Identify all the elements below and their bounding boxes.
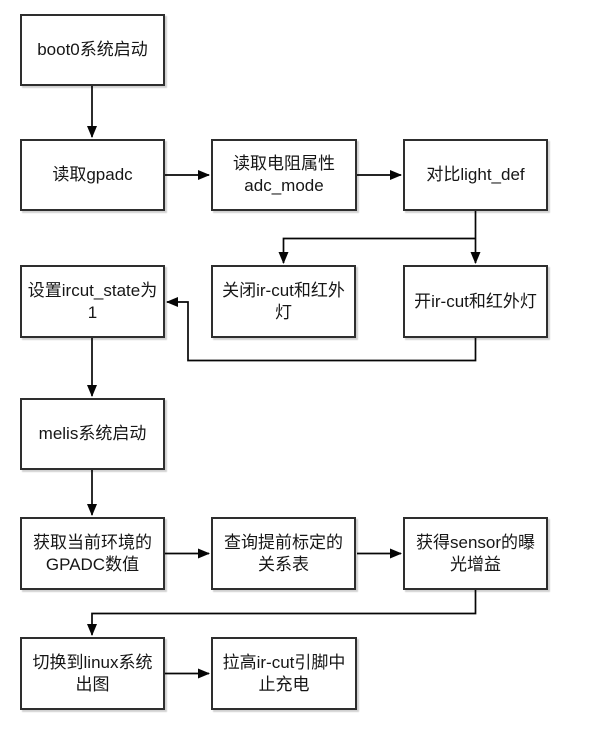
node-query-calibration-table-label: 查询提前标定的 关系表 xyxy=(224,532,343,574)
node-pull-ircut-pin-stop-charge-label: 拉高ir-cut引脚中 止充电 xyxy=(222,652,346,694)
node-open-ircut-ir-led-label: 开ir-cut和红外灯 xyxy=(414,291,537,311)
node-pull-ircut-pin-stop-charge: 拉高ir-cut引脚中 止充电 xyxy=(211,637,357,710)
node-set-ircut-state-label: 设置ircut_state为 1 xyxy=(27,280,158,322)
node-read-resistor-adc-mode-label: 读取电阻属性 adc_mode xyxy=(233,154,335,195)
node-switch-linux-output-label: 切换到linux系统 出图 xyxy=(32,652,153,694)
node-close-ircut-ir-led: 关闭ir-cut和红外 灯 xyxy=(211,265,356,338)
node-open-ircut-ir-led: 开ir-cut和红外灯 xyxy=(403,265,548,338)
node-read-gpadc-label: 读取gpadc xyxy=(52,165,133,184)
node-get-sensor-exposure-gain-label: 获得sensor的曝 光增益 xyxy=(415,532,536,574)
node-switch-linux-output: 切换到linux系统 出图 xyxy=(20,637,165,710)
node-set-ircut-state: 设置ircut_state为 1 xyxy=(20,265,165,338)
node-get-gpadc-value: 获取当前环境的 GPADC数值 xyxy=(20,517,165,590)
node-get-sensor-exposure-gain: 获得sensor的曝 光增益 xyxy=(403,517,548,590)
node-boot0-start-label: boot0系统启动 xyxy=(37,40,148,59)
node-melis-start: melis系统启动 xyxy=(20,398,165,470)
node-read-resistor-adc-mode: 读取电阻属性 adc_mode xyxy=(211,139,357,211)
node-close-ircut-ir-led-label: 关闭ir-cut和红外 灯 xyxy=(222,280,345,322)
node-get-gpadc-value-label: 获取当前环境的 GPADC数值 xyxy=(33,532,152,574)
node-compare-light-def: 对比light_def xyxy=(403,139,548,211)
node-query-calibration-table: 查询提前标定的 关系表 xyxy=(211,517,356,590)
node-read-gpadc: 读取gpadc xyxy=(20,139,165,211)
edge-sensor-gain-to-switch-linux xyxy=(87,590,477,636)
edge-compare-to-close-ircut xyxy=(278,237,476,264)
node-boot0-start: boot0系统启动 xyxy=(20,14,165,86)
node-compare-light-def-label: 对比light_def xyxy=(426,165,525,184)
node-melis-start-label: melis系统启动 xyxy=(38,424,147,443)
